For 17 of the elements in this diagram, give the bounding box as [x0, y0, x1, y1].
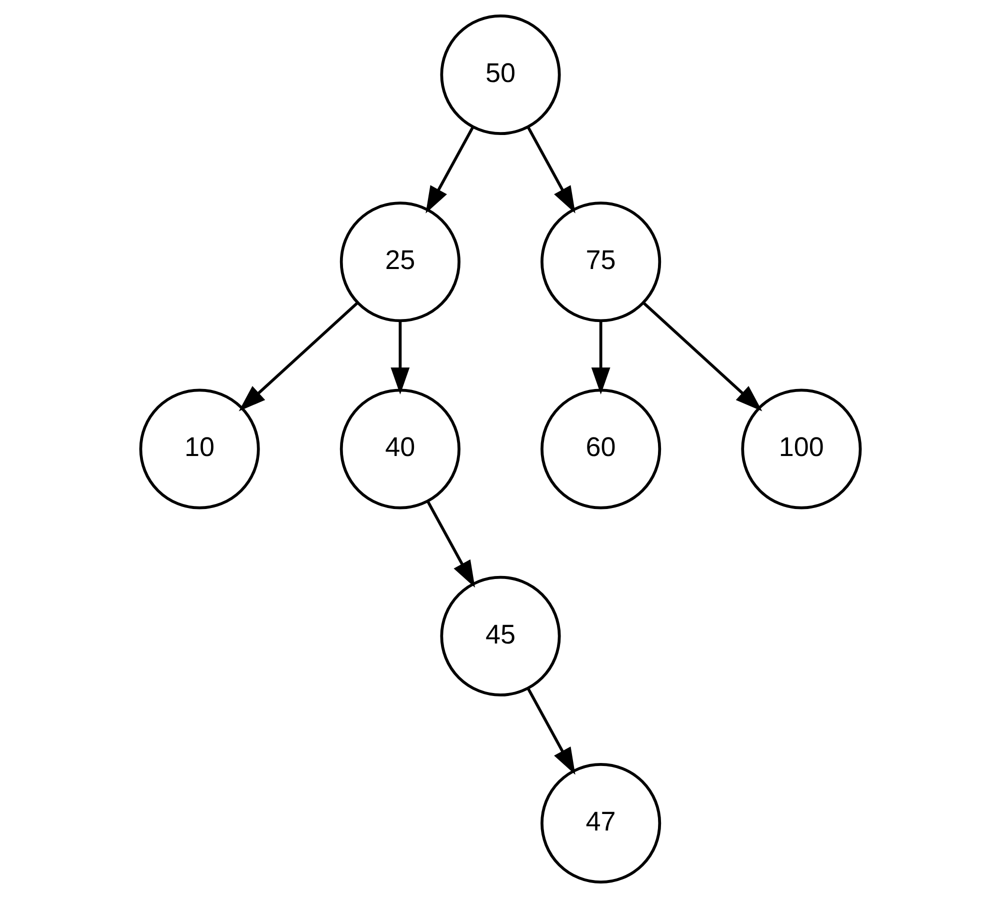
node-circle: 50 [440, 14, 560, 136]
arrow [238, 302, 358, 412]
node-circle: 47 [540, 762, 661, 884]
arrow [426, 500, 475, 588]
node-circle: 60 [540, 388, 661, 510]
node-circle: 40 [339, 388, 460, 510]
node-circle: 45 [440, 576, 560, 696]
arrow [390, 320, 410, 394]
arrow [642, 302, 762, 412]
node-circle: 75 [540, 202, 661, 322]
arrow [590, 320, 610, 394]
arrow [526, 688, 575, 775]
arrow [526, 126, 575, 214]
node-circle: 25 [339, 202, 460, 322]
node-circle: 10 [138, 388, 260, 510]
node-circle: 100 [740, 388, 862, 510]
arrow [425, 126, 474, 214]
